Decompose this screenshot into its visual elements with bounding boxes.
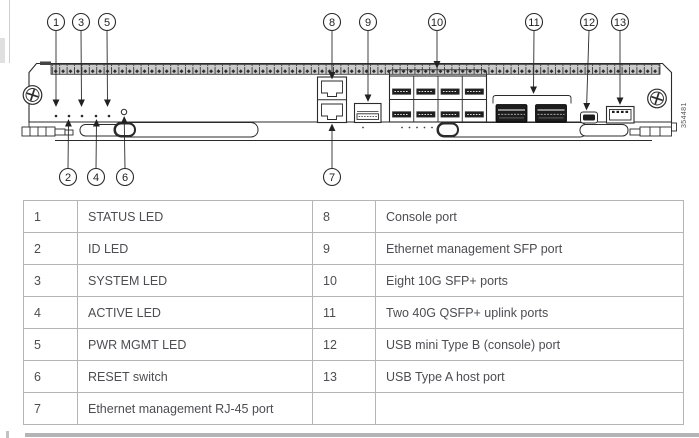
page-bottom-divider (25, 433, 699, 437)
rj45-stack (316, 76, 348, 124)
legend-label-cell: SYSTEM LED (77, 264, 313, 297)
legend-table: 1 STATUS LED 8 Console port 2 ID LED 9 E… (23, 200, 684, 425)
faceplate-body (21, 61, 677, 142)
table-row: 6 RESET switch 13 USB Type A host port (23, 360, 684, 393)
svg-text:6: 6 (122, 172, 128, 184)
legend-label-cell: PWR MGMT LED (77, 328, 313, 361)
legend-num-cell: 5 (23, 328, 78, 361)
legend-num-cell: 1 (23, 200, 78, 233)
svg-text:3: 3 (78, 17, 84, 29)
table-row: 2 ID LED 9 Ethernet management SFP port (23, 232, 684, 265)
id-led (67, 114, 71, 118)
left-captive-screw-icon (22, 84, 43, 106)
system-led (80, 114, 84, 118)
console-port (321, 80, 343, 97)
callout-7: 7 (322, 167, 342, 187)
svg-text:10: 10 (431, 17, 443, 29)
svg-text:8: 8 (329, 17, 335, 29)
legend-num-cell: 13 (312, 360, 376, 393)
svg-text:13: 13 (614, 17, 626, 29)
bottom-tray (21, 122, 677, 142)
reset-switch (120, 108, 128, 116)
callout-3: 3 (71, 12, 91, 32)
ejector-handle-right (436, 122, 629, 138)
page-edge-line (9, 0, 10, 63)
table-row: 3 SYSTEM LED 10 Eight 10G SFP+ ports (23, 264, 684, 297)
qsfp-port-1 (495, 103, 528, 123)
svg-text:12: 12 (583, 17, 595, 29)
legend-num-cell: 3 (23, 264, 78, 297)
vent-band (50, 64, 661, 75)
qsfp-port-2 (534, 103, 568, 123)
callout-9: 9 (358, 12, 378, 32)
callout-arrows (52, 30, 624, 169)
callout-8: 8 (322, 12, 342, 32)
legend-label-cell: Console port (375, 200, 684, 233)
legend-num-cell: 2 (23, 232, 78, 265)
pwr-mgmt-led (107, 114, 111, 118)
callout-2: 2 (58, 167, 78, 187)
legend-label-cell: USB Type A host port (375, 360, 684, 393)
table-row: 4 ACTIVE LED 11 Two 40G QSFP+ uplink por… (23, 296, 684, 329)
callout-13: 13 (610, 12, 630, 32)
legend-label-cell: Ethernet management RJ-45 port (77, 392, 313, 425)
mgmt-sfp-port (353, 102, 382, 124)
legend-num-cell (312, 392, 376, 425)
svg-text:7: 7 (329, 172, 335, 184)
legend-label-cell: Eight 10G SFP+ ports (375, 264, 684, 297)
svg-text:4: 4 (93, 172, 99, 184)
table-row: 1 STATUS LED 8 Console port (23, 200, 684, 233)
legend-label-cell: ACTIVE LED (77, 296, 313, 329)
led-row (54, 114, 111, 118)
qsfp-group-bracket (492, 95, 572, 104)
page-edge-block (0, 38, 5, 63)
legend-num-cell: 8 (312, 200, 376, 233)
vent-end-cap (40, 61, 51, 65)
callout-11: 11 (524, 12, 544, 32)
callout-4: 4 (86, 167, 106, 187)
callout-12: 12 (579, 12, 599, 32)
page-bottom-mark (6, 431, 9, 438)
mgmt-rj45-port (321, 103, 343, 120)
svg-text:2: 2 (65, 172, 71, 184)
legend-num-cell: 9 (312, 232, 376, 265)
legend-num-cell: 6 (23, 360, 78, 393)
legend-label-cell: RESET switch (77, 360, 313, 393)
right-captive-screw-icon (646, 88, 668, 109)
svg-text:9: 9 (365, 17, 371, 29)
legend-label-cell (375, 392, 684, 425)
ejector-handle-left (79, 122, 259, 138)
legend-num-cell: 4 (23, 296, 78, 329)
legend-label-cell: STATUS LED (77, 200, 313, 233)
qsfp-uplink-ports (492, 95, 572, 123)
usb-a-port (605, 105, 635, 124)
usb-mini-port (580, 111, 598, 124)
legend-num-cell: 12 (312, 328, 376, 361)
drain-dots (362, 126, 433, 129)
svg-text:1: 1 (53, 17, 59, 29)
table-row: 5 PWR MGMT LED 12 USB mini Type B (conso… (23, 328, 684, 361)
callout-5: 5 (97, 12, 117, 32)
svg-text:11: 11 (528, 17, 539, 29)
faceplate-diagram: 354481 1 3 5 8 9 10 11 12 13 2 4 6 7 (0, 0, 699, 196)
status-led (54, 114, 58, 118)
figure-code-label: 354481 (681, 102, 688, 128)
sfp-plus-cage (388, 69, 488, 123)
callout-circles: 1 3 5 8 9 10 11 12 13 2 4 6 7 (46, 12, 630, 187)
legend-num-cell: 7 (23, 392, 78, 425)
callout-10: 10 (427, 12, 447, 32)
legend-label-cell: Ethernet management SFP port (375, 232, 684, 265)
active-led (94, 114, 98, 118)
callout-6: 6 (115, 167, 135, 187)
svg-text:5: 5 (104, 17, 110, 29)
legend-num-cell: 11 (312, 296, 376, 329)
legend-label-cell: USB mini Type B (console) port (375, 328, 684, 361)
sfp-group-bracket (389, 69, 487, 76)
legend-label-cell: Two 40G QSFP+ uplink ports (375, 296, 684, 329)
legend-num-cell: 10 (312, 264, 376, 297)
table-row: 7 Ethernet management RJ-45 port (23, 392, 684, 425)
legend-label-cell: ID LED (77, 232, 313, 265)
callout-1: 1 (46, 12, 66, 32)
